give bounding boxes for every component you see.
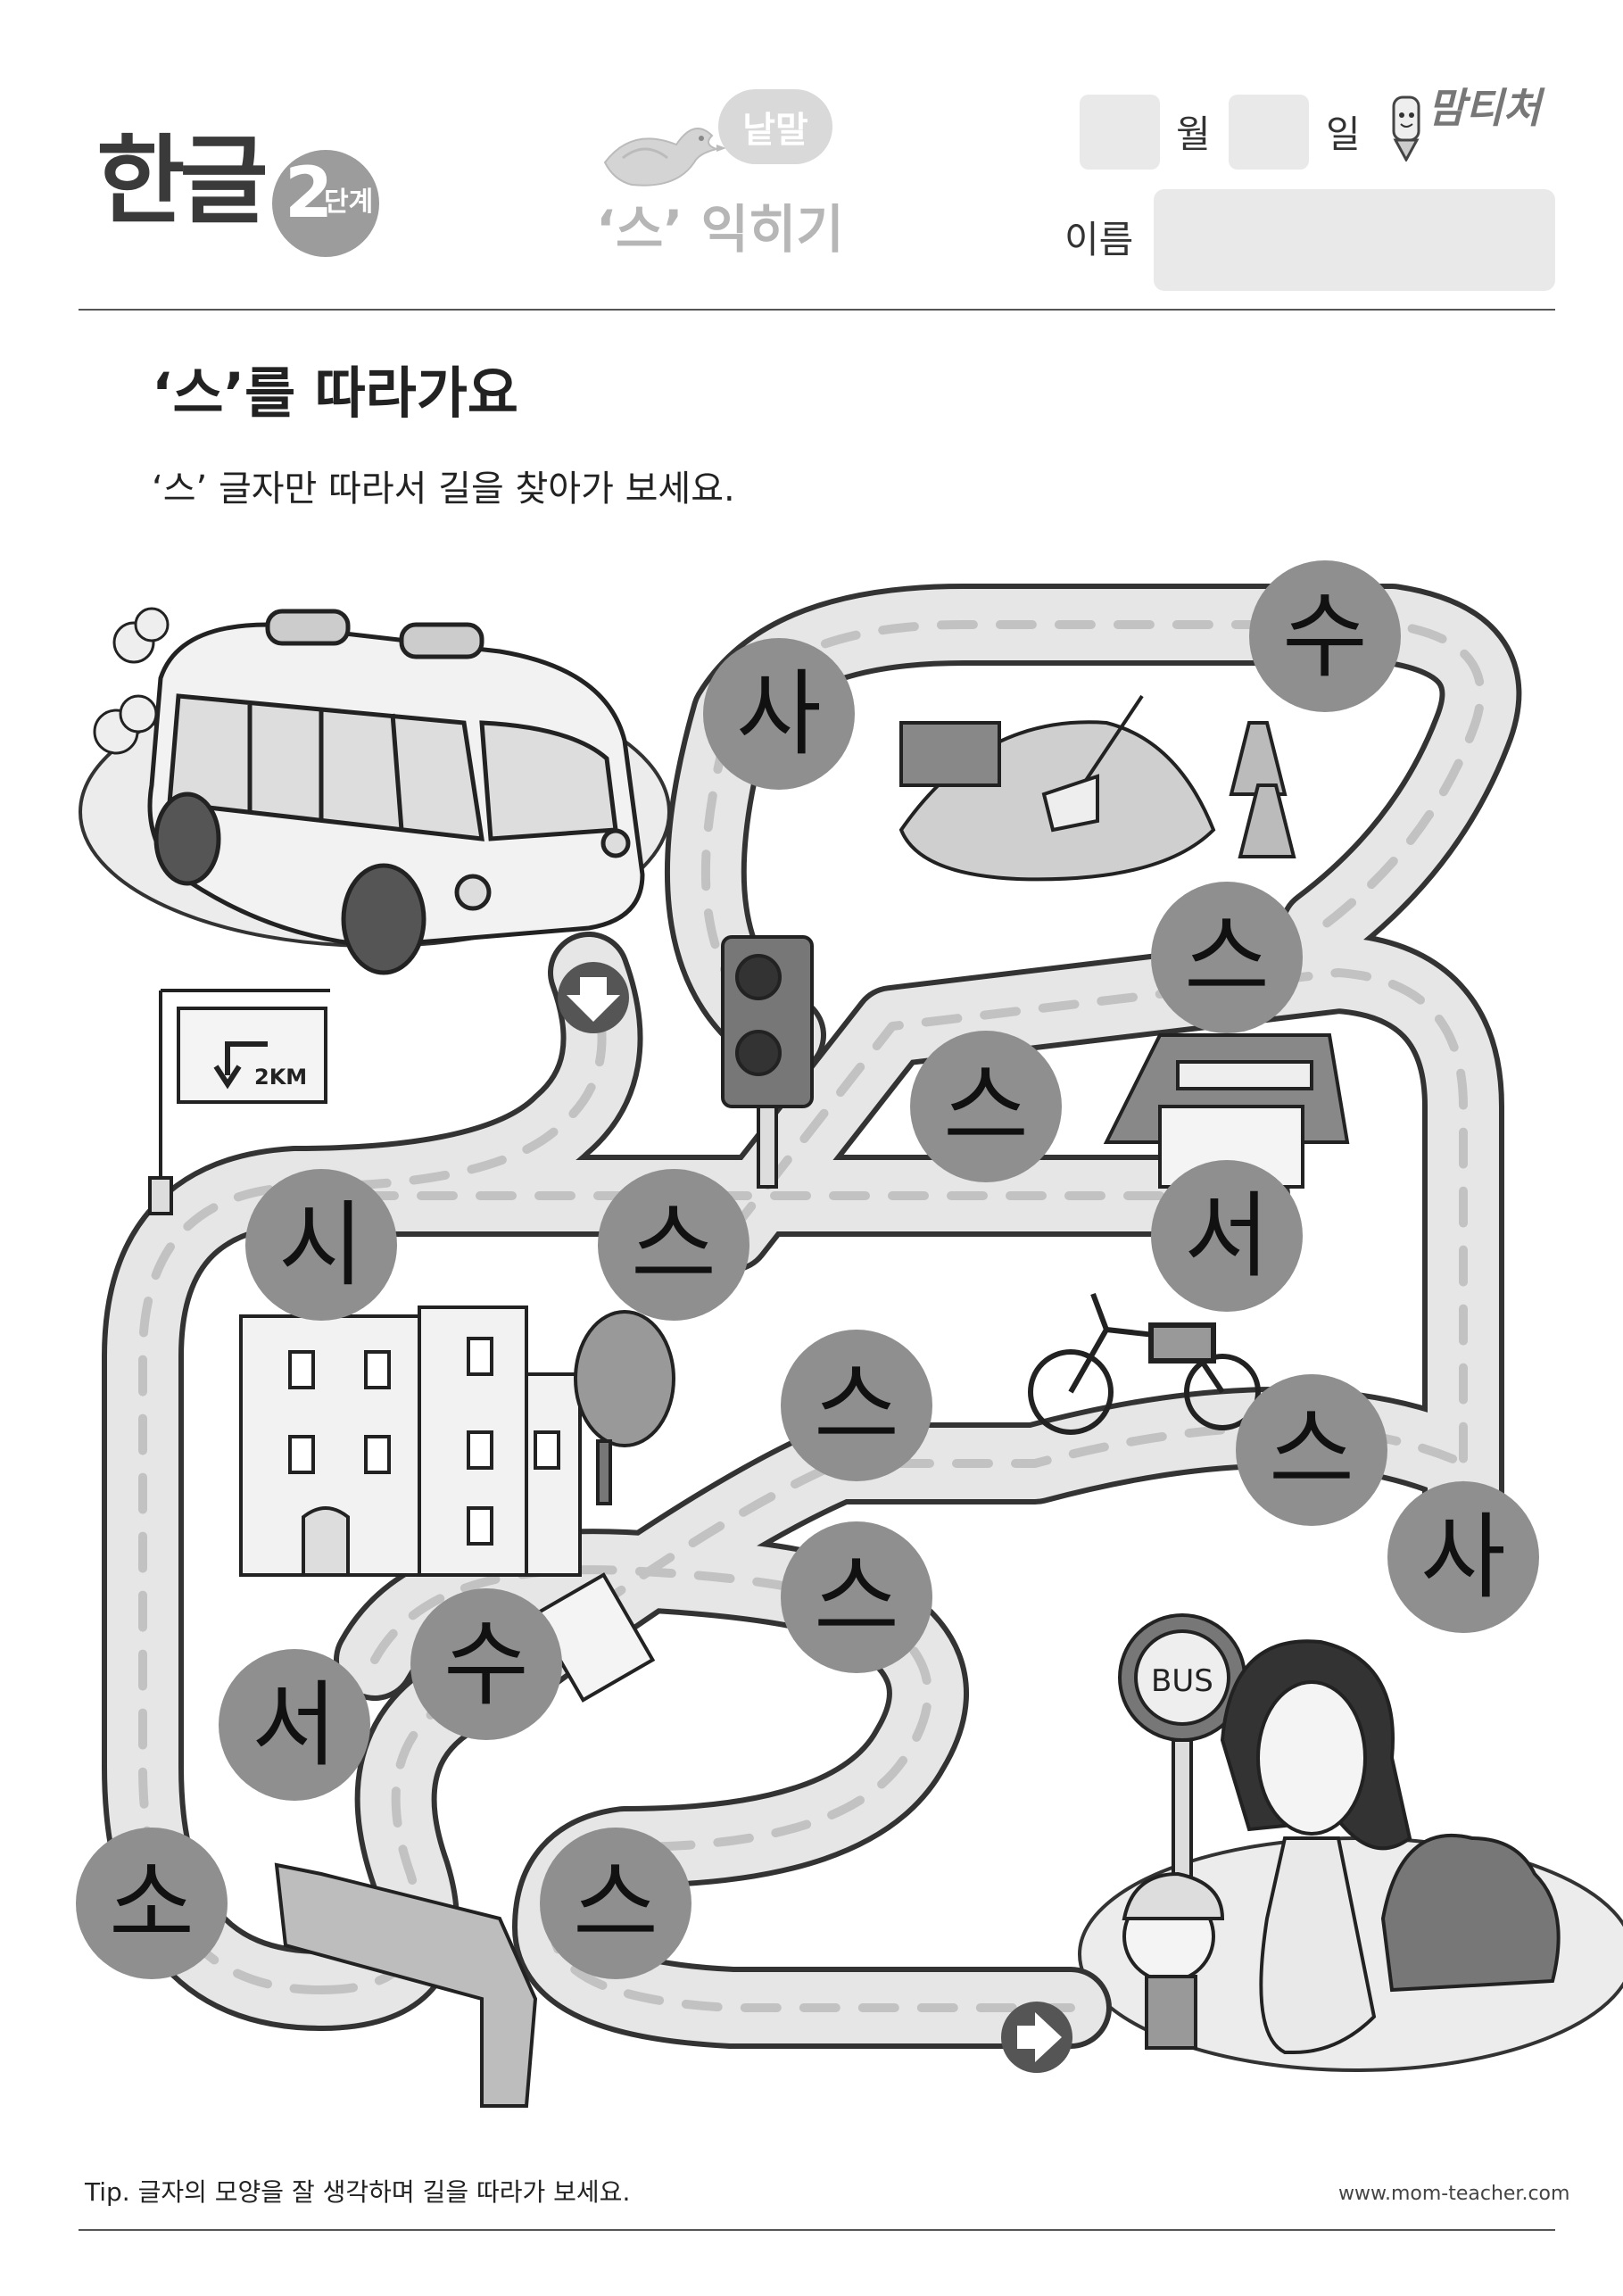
question-description: ‘스’ 글자만 따라서 길을 찾아가 보세요. [152, 468, 735, 510]
traffic-light [721, 935, 814, 1189]
name-label: 이름 [1064, 218, 1134, 261]
syllable-seo-left[interactable]: 서 [219, 1649, 370, 1801]
brand-logo: 맘티처 [1428, 84, 1541, 132]
sand-pile [898, 694, 1216, 882]
bus-sign-text: BUS [1151, 1663, 1213, 1699]
syllable-si[interactable]: 시 [245, 1169, 397, 1321]
syllable-so[interactable]: 소 [76, 1828, 228, 1979]
level-number: 2 [285, 153, 334, 234]
syllable-seu[interactable]: 스 [1236, 1374, 1387, 1526]
syllable-seu[interactable]: 스 [781, 1330, 932, 1481]
bus-illustration [147, 609, 645, 975]
level-word: 단계 [324, 186, 374, 218]
syllable-su-left[interactable]: 수 [410, 1588, 562, 1740]
name-field[interactable] [1154, 189, 1555, 291]
footer-tip: Tip. 글자의 모양을 잘 생각하며 길을 따라가 보세요. [85, 2177, 631, 2207]
book-title: 한글 [96, 126, 269, 237]
syllable-sa-top[interactable]: 사 [703, 638, 855, 790]
child-illustration [1122, 1871, 1225, 2050]
day-label: 일 [1326, 112, 1361, 156]
bus-stop-sign [1118, 1613, 1246, 1920]
month-label: 월 [1176, 112, 1211, 156]
lesson-subtitle: ‘스’ 익히기 [596, 199, 844, 260]
building [239, 1305, 582, 1577]
syllable-seu[interactable]: 스 [598, 1169, 749, 1321]
syllable-seu[interactable]: 스 [910, 1031, 1062, 1182]
syllable-seo-right[interactable]: 서 [1151, 1160, 1303, 1312]
bicycle [1028, 1292, 1261, 1435]
footer-url: www.mom-teacher.com [1338, 2183, 1570, 2205]
lesson-tag: 낱말 [718, 89, 832, 164]
header-divider [79, 309, 1555, 311]
syllable-sa-right[interactable]: 사 [1387, 1481, 1539, 1633]
syllable-seu[interactable]: 스 [781, 1521, 932, 1673]
bird-icon [603, 128, 726, 186]
question-title: ‘스’를 따라가요 [152, 361, 518, 426]
level-badge: 2 단계 [272, 150, 379, 257]
pencil-mascot-icon [1392, 95, 1420, 162]
direction-sign [148, 989, 330, 1215]
footer-divider [79, 2229, 1555, 2231]
day-field[interactable] [1229, 95, 1309, 170]
woman-illustration [1220, 1639, 1412, 2054]
syllable-seu[interactable]: 스 [540, 1828, 691, 1979]
syllable-su-top[interactable]: 수 [1249, 560, 1401, 712]
month-field[interactable] [1080, 95, 1160, 170]
sign-text: 2KM [254, 1065, 307, 1090]
syllable-seu[interactable]: 스 [1151, 882, 1303, 1033]
